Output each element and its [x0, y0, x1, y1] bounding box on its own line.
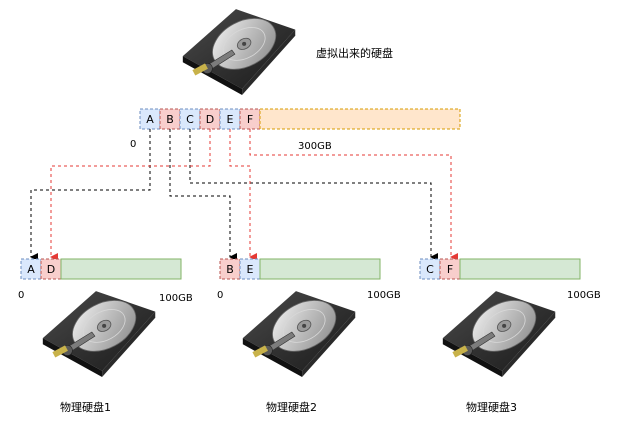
- virtual-block-c-label: C: [186, 113, 194, 126]
- connector-e: [229, 129, 257, 261]
- virtual-remainder: [259, 108, 461, 130]
- physical-disk-1-bar: A D: [20, 258, 182, 280]
- physical-2-remainder: [259, 258, 381, 280]
- connectors-red-blocks: [50, 129, 458, 261]
- physical-1-caption: 物理硬盘1: [60, 400, 111, 414]
- connector-d: [50, 129, 211, 261]
- physical-3-remainder: [459, 258, 581, 280]
- connectors-blue-blocks: [30, 129, 438, 261]
- physical-1-start-label: 0: [18, 290, 24, 301]
- virtual-start-label: 0: [130, 139, 136, 150]
- virtual-disk-bar: A B C D E F: [139, 108, 461, 130]
- physical-3-size-label: 100GB: [567, 290, 601, 301]
- physical-2-size-label: 100GB: [367, 290, 401, 301]
- physical-1-block-a-label: A: [27, 263, 35, 276]
- physical-disk-2-bar: B E: [219, 258, 381, 280]
- virtual-block-a-label: A: [146, 113, 154, 126]
- hard-disk-icon: [182, 7, 296, 95]
- connector-f: [249, 129, 458, 261]
- virtual-block-f-label: F: [247, 113, 253, 126]
- hard-disk-icon: [42, 289, 156, 377]
- connector-c: [189, 129, 438, 261]
- physical-3-block-c-label: C: [426, 263, 434, 276]
- physical-1-size-label: 100GB: [159, 293, 193, 304]
- virtual-disk-caption: 虚拟出来的硬盘: [316, 46, 393, 60]
- physical-1-remainder: [60, 258, 182, 280]
- physical-disk-3-bar: C F: [419, 258, 581, 280]
- virtual-block-b-label: B: [166, 113, 174, 126]
- physical-2-block-b-label: B: [226, 263, 234, 276]
- physical-2-start-label: 0: [217, 290, 223, 301]
- physical-2-block-e-label: E: [247, 263, 254, 276]
- physical-3-caption: 物理硬盘3: [466, 400, 517, 414]
- hard-disk-icon: [442, 289, 556, 377]
- virtual-size-label: 300GB: [298, 141, 332, 152]
- virtual-block-d-label: D: [206, 113, 214, 126]
- hard-disk-icon: [242, 289, 356, 377]
- physical-2-caption: 物理硬盘2: [266, 400, 317, 414]
- virtual-block-e-label: E: [227, 113, 234, 126]
- connector-a: [30, 129, 151, 261]
- physical-1-block-d-label: D: [47, 263, 55, 276]
- physical-3-block-f-label: F: [447, 263, 453, 276]
- connector-b: [169, 129, 237, 261]
